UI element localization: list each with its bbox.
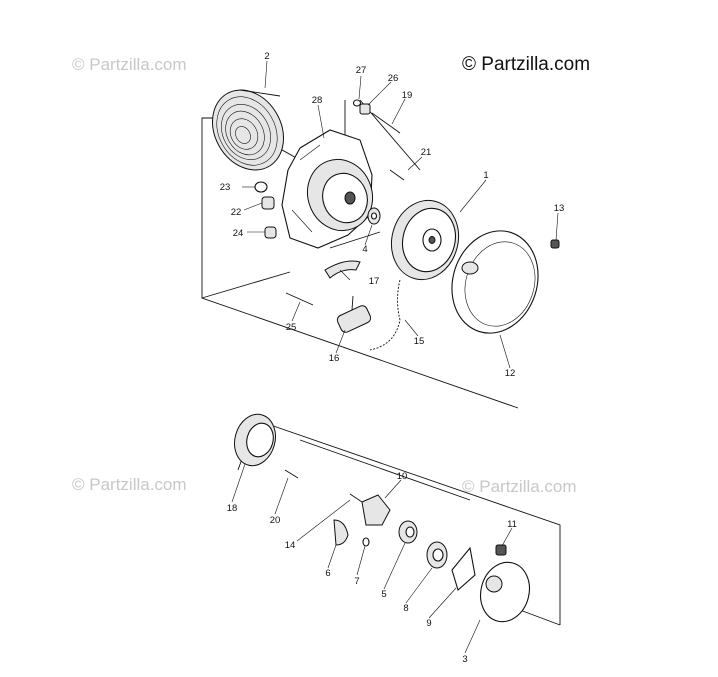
part-pin-7 bbox=[362, 537, 370, 547]
callout-28: 28 bbox=[312, 95, 323, 106]
part-plate-3 bbox=[480, 561, 530, 623]
part-handle bbox=[336, 295, 372, 333]
part-nut-26 bbox=[359, 103, 371, 115]
part-bolt-22 bbox=[261, 196, 275, 210]
part-bolt-20 bbox=[284, 469, 299, 479]
part-seal-8 bbox=[426, 541, 448, 569]
part-clip-14 bbox=[349, 493, 363, 503]
part-spring-9 bbox=[451, 546, 476, 591]
watermark-faint-top-left: © Partzilla.com bbox=[72, 55, 187, 74]
callout-23: 23 bbox=[220, 182, 231, 193]
part-bolt-13 bbox=[550, 239, 560, 249]
part-starter-housing bbox=[281, 129, 373, 249]
callout-7: 7 bbox=[354, 576, 359, 587]
callout-15: 15 bbox=[414, 336, 425, 347]
callout-11: 11 bbox=[507, 519, 517, 530]
watermark-main: © Partzilla.com bbox=[462, 54, 590, 75]
callout-19: 19 bbox=[402, 90, 413, 101]
callout-9: 9 bbox=[426, 618, 431, 629]
callout-22: 22 bbox=[231, 207, 242, 218]
callout-8: 8 bbox=[403, 603, 408, 614]
part-washer-4 bbox=[367, 207, 381, 225]
callout-5: 5 bbox=[381, 589, 386, 600]
callout-25: 25 bbox=[286, 322, 297, 333]
part-bolt-21 bbox=[389, 169, 405, 181]
watermark-faint-bottom-left: © Partzilla.com bbox=[72, 475, 187, 494]
part-bushing-5 bbox=[398, 520, 418, 544]
lower-assembly-boundary bbox=[237, 419, 561, 626]
callout-21: 21 bbox=[421, 147, 432, 158]
callout-24: 24 bbox=[233, 228, 244, 239]
callout-27: 27 bbox=[356, 65, 367, 76]
callout-14: 14 bbox=[285, 540, 296, 551]
callout-16: 16 bbox=[329, 353, 340, 364]
part-washer-27 bbox=[352, 99, 362, 107]
callout-26: 26 bbox=[388, 73, 399, 84]
part-ratchet-10 bbox=[361, 494, 391, 526]
callout-12: 12 bbox=[505, 368, 516, 379]
part-flange-18 bbox=[234, 413, 276, 467]
callout-1: 1 bbox=[483, 170, 488, 181]
part-pawl-6 bbox=[333, 519, 349, 546]
callout-10: 10 bbox=[397, 471, 408, 482]
part-rope bbox=[369, 279, 401, 351]
part-bolt-25 bbox=[285, 292, 314, 306]
part-bolt-24 bbox=[264, 226, 277, 239]
callout-13: 13 bbox=[554, 203, 565, 214]
callout-17: 17 bbox=[369, 276, 380, 287]
callout-2: 2 bbox=[264, 51, 269, 62]
callout-leaders bbox=[231, 60, 559, 654]
part-pulley bbox=[390, 199, 460, 281]
part-brake-shoe bbox=[324, 260, 361, 279]
callout-3: 3 bbox=[462, 654, 467, 665]
callout-6: 6 bbox=[325, 568, 330, 579]
part-bolt-23 bbox=[254, 181, 268, 193]
callout-20: 20 bbox=[270, 515, 281, 526]
part-cover bbox=[451, 230, 539, 334]
callout-labels: 1 2 3 4 5 6 7 8 9 10 11 12 13 14 15 16 1… bbox=[220, 51, 565, 665]
watermark-faint-bottom-right: © Partzilla.com bbox=[462, 477, 577, 496]
callout-4: 4 bbox=[362, 244, 367, 255]
callout-18: 18 bbox=[227, 503, 238, 514]
part-bolt-19 bbox=[371, 112, 401, 134]
part-recoil-spring bbox=[212, 89, 284, 171]
part-bolt-11 bbox=[495, 544, 507, 556]
